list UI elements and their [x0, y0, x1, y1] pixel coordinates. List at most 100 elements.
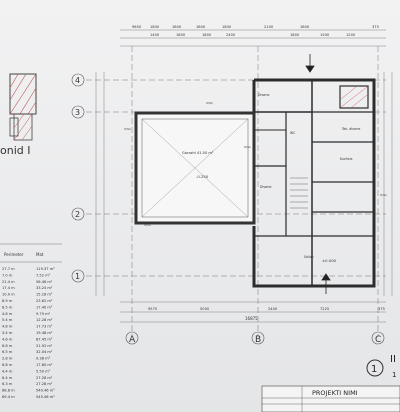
- window-label-5: V/S1: [144, 223, 151, 227]
- table-area-cell: 12.28 m²: [36, 318, 53, 322]
- table-area-cell: 17.40 m²: [36, 305, 53, 309]
- table-area-cell: 33.24 m²: [36, 286, 53, 290]
- section-markers: [305, 54, 331, 294]
- table-area-cell: 56.46 m²: [36, 280, 53, 284]
- top-dimension-label: 1800: [150, 25, 160, 29]
- grid-row-2: 2: [75, 210, 80, 219]
- top-dimension-label-2: 2400: [226, 33, 236, 37]
- top-dimension-label: 2100: [264, 25, 274, 29]
- top-dimension-label: 1800: [222, 25, 232, 29]
- table-perimeter-cell: 8.5 m: [2, 305, 13, 309]
- window-label-2: V/S1: [124, 127, 131, 131]
- table-perimeter-cell: 6.4 m: [2, 376, 13, 380]
- bottom-dimension-label: 7225: [320, 307, 329, 311]
- table-area-cell: 545.46 m²: [36, 395, 55, 399]
- bottom-total-dim: 16875: [245, 316, 258, 321]
- room-4-label: Kuzhina: [340, 157, 353, 161]
- table-area-cell: 9.38 m²: [36, 357, 51, 361]
- wc-label: WC: [290, 131, 296, 135]
- window-label-4: V/S1: [380, 193, 387, 197]
- table-perimeter-cell: 7.0 m: [2, 273, 13, 277]
- table-perimeter-cell: 17.4 m: [2, 286, 15, 290]
- table-area-cell: 23.62 m²: [36, 299, 53, 303]
- row-bubbles: 4 3 2 1: [71, 73, 85, 283]
- table-header-perimeter: Perimeter: [4, 252, 24, 257]
- top-dimension-label-2: 1500: [320, 33, 330, 37]
- table-perimeter-cell: 27.7 m: [2, 267, 15, 271]
- garage: Garazhi 41.00 m² -0.250: [134, 111, 256, 225]
- service-hatch: [340, 86, 368, 108]
- table-area-cell: 7.52 m²: [36, 273, 51, 277]
- table-perimeter-cell: 4.8 m: [2, 325, 13, 329]
- table-perimeter-cell: 68.8 m: [2, 389, 15, 393]
- table-area-cell: 87.45 m²: [36, 337, 53, 341]
- top-dimension-label-2: 1800: [202, 33, 212, 37]
- table-perimeter-cell: 6.5 m: [2, 350, 13, 354]
- top-dimension-label-2: 1400: [150, 33, 160, 37]
- table-perimeter-cell: 69.4 m: [2, 395, 15, 399]
- top-dimension-label-2: 1200: [346, 33, 356, 37]
- table-header-area: Mat: [36, 252, 44, 257]
- room-2-label: Dhome: [260, 185, 272, 189]
- table-area-cell: 17.73 m²: [36, 325, 53, 329]
- table-perimeter-cell: 6.3 m: [2, 382, 13, 386]
- legend-sketch-bottom: [9, 113, 33, 141]
- table-area-cell: 21.92 m²: [36, 344, 53, 348]
- grid-row-3: 3: [75, 108, 80, 117]
- title-fragment: II: [390, 354, 396, 365]
- top-dimensions: [120, 29, 386, 47]
- table-perimeter-cell: 6.8 m: [2, 344, 13, 348]
- sheet-fragment: 1: [392, 371, 396, 379]
- table-area-cell: 32.04 m²: [36, 350, 53, 354]
- top-dimension-label: 1800: [172, 25, 182, 29]
- side-dimensions: [95, 72, 393, 296]
- main-level-label: ±0.000: [322, 258, 337, 263]
- bottom-dimension-label: 9575: [148, 307, 157, 311]
- top-dimension-label: 1800: [196, 25, 206, 29]
- table-perimeter-cell: 6.8 m: [2, 363, 13, 367]
- grid-col-a: A: [129, 335, 136, 345]
- window-label-3: V/S1: [244, 145, 251, 149]
- table-area-cell: 27.28 m²: [36, 382, 53, 386]
- col-bubbles: A B C: [125, 331, 385, 345]
- garage-level: -0.250: [196, 174, 209, 179]
- title-block: PROJEKTI NIMI 1 II 1: [261, 354, 400, 412]
- legend-sketch-top: [9, 73, 37, 115]
- room-5-label: Sallon: [304, 255, 314, 259]
- table-perimeter-cell: 3.4 m: [2, 331, 13, 335]
- table-perimeter-cell: 8.9 m: [2, 299, 13, 303]
- table-area-cell: 119.37 m²: [36, 267, 55, 271]
- table-area-cell: 17.80 m²: [36, 363, 53, 367]
- garage-label: Garazhi 41.00 m²: [182, 151, 214, 155]
- side-title: onid I: [0, 144, 30, 157]
- grid-col-c: C: [375, 335, 381, 345]
- bottom-dimension-label: 2400: [268, 307, 278, 311]
- stairs: [290, 177, 308, 209]
- table-perimeter-cell: 21.4 m: [2, 280, 15, 284]
- top-dimension-label: 9650: [132, 25, 142, 29]
- top-dimension-label: 375: [372, 25, 379, 29]
- table-area-cell: 9.79 m²: [36, 312, 51, 316]
- table-area-cell: 15.18 m²: [36, 293, 53, 297]
- bottom-dimension-label: 375: [378, 307, 385, 311]
- room-1-label: Dhome: [258, 93, 270, 97]
- grid-row-1: 1: [75, 272, 80, 281]
- table-area-cell: 5.50 m²: [36, 369, 51, 373]
- top-dimension-label: 1800: [300, 25, 310, 29]
- house-walls: [252, 78, 376, 288]
- grid-col-b: B: [255, 335, 261, 345]
- table-perimeter-cell: 2.8 m: [2, 357, 13, 361]
- room-3-label: Tek. dhome: [341, 127, 360, 131]
- bottom-dimension-label: 5000: [200, 307, 210, 311]
- table-perimeter-cell: 4.8 m: [2, 312, 13, 316]
- table-perimeter-cell: 10.0 m: [2, 293, 15, 297]
- top-dimension-label-2: 1800: [176, 33, 186, 37]
- table-perimeter-cell: 4.6 m: [2, 337, 13, 341]
- grid-row-4: 4: [75, 76, 80, 85]
- table-perimeter-cell: 4.4 m: [2, 369, 13, 373]
- project-name: PROJEKTI NIMI: [312, 389, 358, 397]
- table-perimeter-cell: 5.4 m: [2, 318, 13, 322]
- top-dimension-label-2: 1800: [290, 33, 300, 37]
